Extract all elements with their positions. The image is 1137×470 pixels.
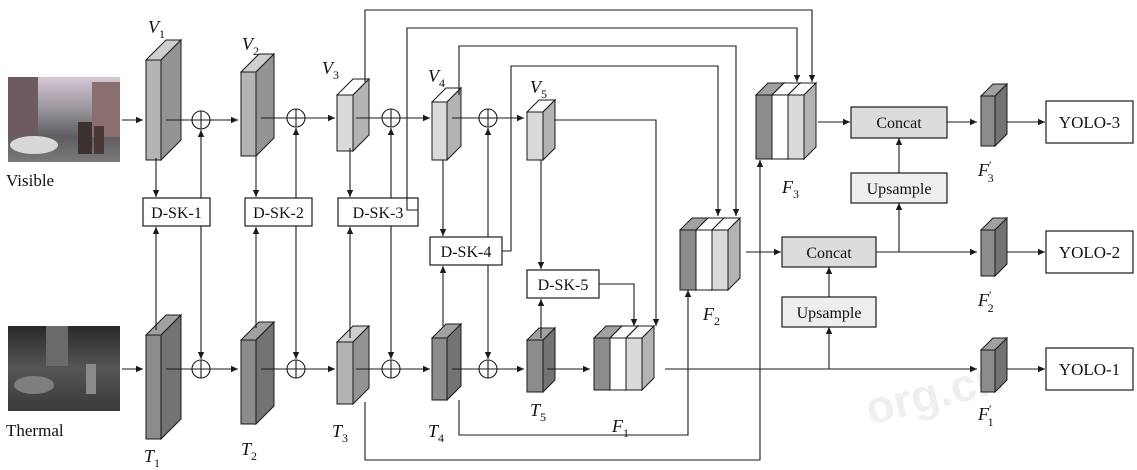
output-feature-f3-prime	[981, 84, 1007, 146]
fused-label-f2: F2	[702, 304, 720, 328]
output-feature-f2-prime	[981, 218, 1007, 276]
thermal-block-2	[241, 322, 274, 424]
output-label-f3-prime: F′3	[977, 158, 994, 185]
visible-label-v5: V5	[530, 77, 547, 101]
thermal-block-4	[432, 324, 461, 400]
visible-label-v3: V3	[322, 58, 339, 82]
fused-feature-f1	[594, 326, 654, 390]
visible-label-v1: V1	[148, 17, 165, 41]
dsk5-to-f1-line	[599, 284, 634, 326]
thermal-label: Thermal	[6, 421, 64, 440]
visible-label: Visible	[6, 171, 54, 190]
fused-label-f3: F3	[781, 177, 799, 201]
visible-block-2	[241, 54, 274, 156]
thermal-image	[8, 326, 120, 411]
thermal-label-t4: T4	[428, 421, 444, 445]
dsk-4-label: D-SK-4	[441, 244, 492, 261]
visible-block-5	[527, 100, 555, 160]
visible-block-3	[337, 79, 369, 151]
visible-label-v4: V4	[428, 66, 445, 90]
upsample-upper-label: Upsample	[867, 181, 932, 198]
visible-block-1	[146, 40, 181, 160]
upsample-lower-label: Upsample	[797, 305, 862, 322]
fused-feature-f3-part-3	[788, 83, 816, 159]
fused-feature-f3	[756, 83, 816, 159]
thermal-label-t2: T2	[241, 439, 257, 463]
dsk3-to-f3-line	[407, 28, 797, 210]
thermal-label-t1: T1	[144, 446, 160, 470]
fused-label-f1: F1	[611, 416, 629, 440]
dsk-2-label: D-SK-2	[253, 205, 304, 222]
output-feature-f1-prime	[981, 338, 1007, 392]
thermal-block-1	[146, 315, 181, 439]
dsk-5-label: D-SK-5	[538, 277, 589, 294]
visible-image	[8, 77, 120, 162]
yolo-2-label: YOLO-2	[1059, 243, 1120, 262]
thermal-label-t3: T3	[332, 421, 348, 445]
fused-feature-f1-part-3	[626, 326, 654, 390]
thermal-block-3	[337, 326, 369, 404]
dsk-1-label: D-SK-1	[151, 205, 202, 222]
concat-upper-label: Concat	[876, 115, 922, 132]
fused-feature-f2-part-3	[712, 218, 740, 290]
thermal-label-t5: T5	[530, 400, 546, 424]
output-label-f2-prime: F′2	[977, 288, 994, 315]
concat-lower-label: Concat	[806, 245, 852, 262]
dsk-3-label: D-SK-3	[353, 205, 404, 222]
fused-feature-f2	[680, 218, 740, 290]
v4-to-f2-line	[459, 46, 736, 216]
t3-to-f3-line	[365, 160, 760, 460]
yolo-3-label: YOLO-3	[1059, 113, 1120, 132]
yolo-1-label: YOLO-1	[1059, 360, 1120, 379]
visible-label-v2: V2	[242, 34, 259, 58]
visible-block-4	[432, 88, 461, 160]
output-label-f1-prime: F′1	[977, 402, 994, 429]
